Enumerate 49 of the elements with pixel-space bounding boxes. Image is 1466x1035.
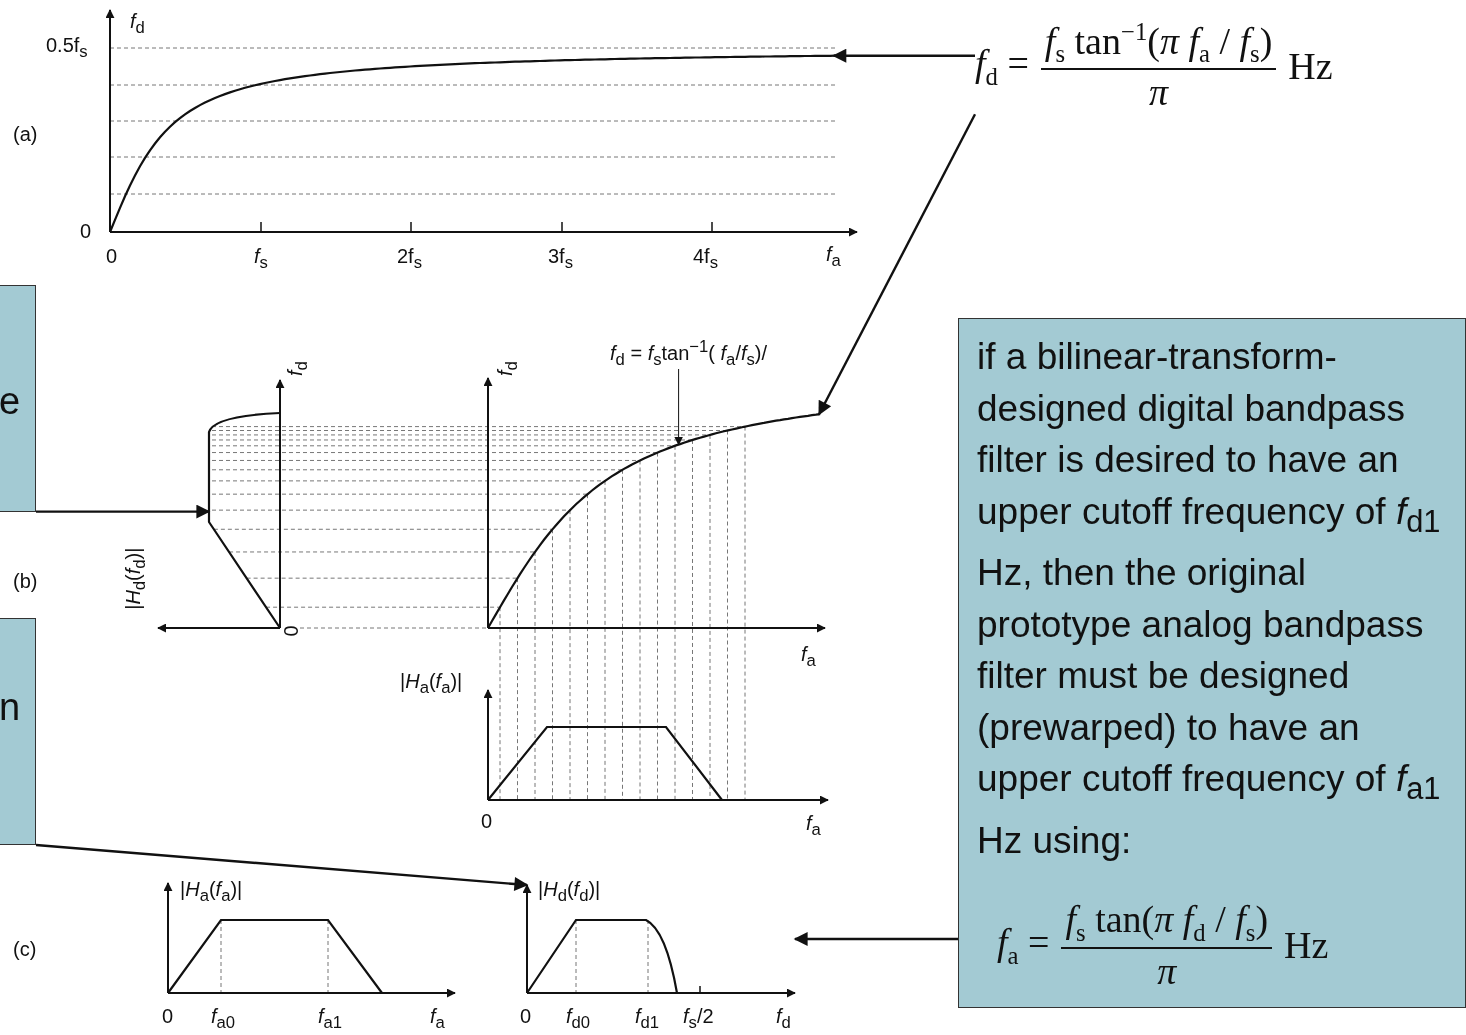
axis-label: f$_{a}$ xyxy=(826,243,841,271)
tick-label: f$_{d1}$ xyxy=(635,1005,660,1033)
axis-label: f$_{a}$ xyxy=(801,643,816,671)
tick-label: 0 xyxy=(279,625,302,637)
formula-text: f$_{d}$ = f$_{s}$tan$^{−1}$( f$_{a}$/f$_{s}$)/ xyxy=(610,338,768,369)
tick-label: 0 xyxy=(80,220,92,242)
tick-label: f$_{a0}$ xyxy=(211,1005,236,1033)
axis-label: |H$_{d}$(f$_{d}$)| xyxy=(538,878,601,906)
node-label: f$_{a}$ = xyxy=(997,921,1050,969)
tick-label: f$_{a1}$ xyxy=(318,1005,343,1033)
tick-label: 0.5f$_{s}$ xyxy=(46,34,88,62)
arrow xyxy=(35,843,529,891)
panel-label: (a) xyxy=(13,123,38,145)
arrow xyxy=(818,113,977,416)
panel-label: (c) xyxy=(13,938,37,960)
node-label: Hz xyxy=(1284,923,1329,966)
callout-text: n xyxy=(0,687,21,729)
mapping-curve xyxy=(109,54,835,233)
leader-line xyxy=(674,368,684,446)
callout-box xyxy=(958,318,1466,1008)
callout-text: e xyxy=(0,381,21,423)
node-label: π xyxy=(1157,949,1177,992)
tick-label: f$_{d0}$ xyxy=(566,1005,591,1033)
callout-box xyxy=(0,285,36,512)
axis-label: |H$_{a}$(f$_{a}$)| xyxy=(400,670,463,698)
response-curve xyxy=(207,411,281,629)
tick-label: 4f$_{s}$ xyxy=(693,245,718,273)
tick-label: 0 xyxy=(481,810,493,832)
tick-label: 0 xyxy=(520,1005,532,1027)
arrow xyxy=(832,48,975,63)
arrow xyxy=(36,504,211,519)
tick-label: f$_{s}$ xyxy=(254,245,268,273)
tick-label: 0 xyxy=(162,1005,174,1027)
axis-label: f$_{d}$ xyxy=(130,10,145,38)
tick-label: 0 xyxy=(106,245,118,267)
equation: f$_{a}$ = f$_{s}$ tan(π f$_{d}$ / f$_{s}$) π Hz xyxy=(997,897,1329,993)
arrow xyxy=(793,932,958,946)
axis-label: f$_{a}$ xyxy=(430,1005,445,1033)
axis-label: f$_{a}$ xyxy=(806,812,821,840)
tick-label: 3f$_{s}$ xyxy=(548,245,573,273)
axis-label: |H$_{a}$(f$_{a}$)| xyxy=(180,878,243,906)
tick-label: f$_{s}$/2 xyxy=(683,1005,714,1033)
mapping-curve xyxy=(487,413,821,629)
node-label: f$_{s}$ tan(π f$_{d}$ / f$_{s}$) xyxy=(1065,898,1269,946)
axis-label: f$_{d}$ xyxy=(776,1005,791,1033)
equation: f$_{d}$ = f$_{s}$ tan$^{−1}$(π f$_{a}$ / f$_{s}$) π Hz xyxy=(975,18,1333,115)
panel-label: (b) xyxy=(13,570,38,592)
callout-box xyxy=(0,618,36,845)
tick-label: 2f$_{s}$ xyxy=(397,245,422,273)
